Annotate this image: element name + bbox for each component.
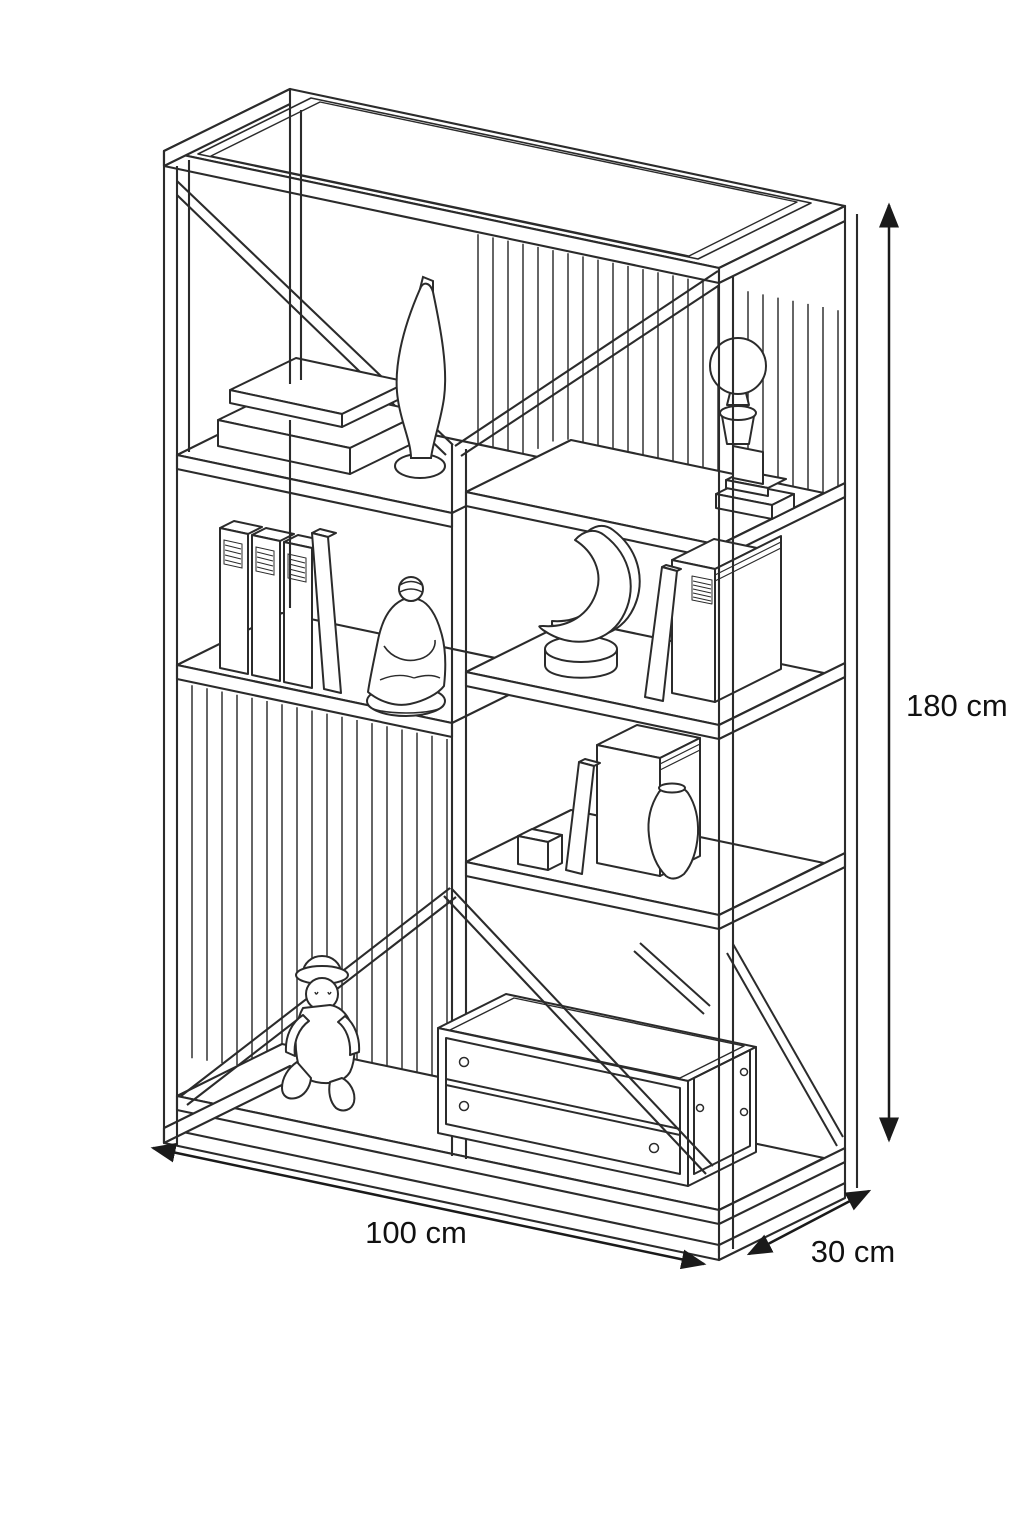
books-on-moon-shelf (644, 535, 782, 703)
tall-vase (394, 275, 447, 479)
width-dimension-label: 100 cm (365, 1215, 467, 1250)
depth-dimension-label: 30 cm (811, 1234, 895, 1269)
teddy-bear (281, 955, 361, 1112)
height-dimension-label: 180 cm (906, 688, 1008, 723)
decor-cube (517, 828, 563, 871)
lower-right-brace (443, 887, 714, 1175)
bud-vase (647, 782, 700, 880)
binder-labels (223, 539, 307, 583)
ring-binders (219, 520, 342, 694)
seated-figurine (366, 576, 447, 717)
dimension-annotations: 180 cm 100 cm 30 cm (150, 202, 1008, 1270)
depth-dimension-arrow (746, 1189, 872, 1256)
crescent-moon-sculpture (538, 524, 641, 679)
trophy (709, 337, 795, 520)
frame-legs (162, 104, 859, 1253)
width-dimension-arrow (150, 1142, 707, 1270)
crate-screws (458, 1056, 749, 1154)
top-frame (162, 87, 847, 285)
slatted-back-panel (191, 234, 839, 1098)
side-braces (633, 942, 844, 1147)
